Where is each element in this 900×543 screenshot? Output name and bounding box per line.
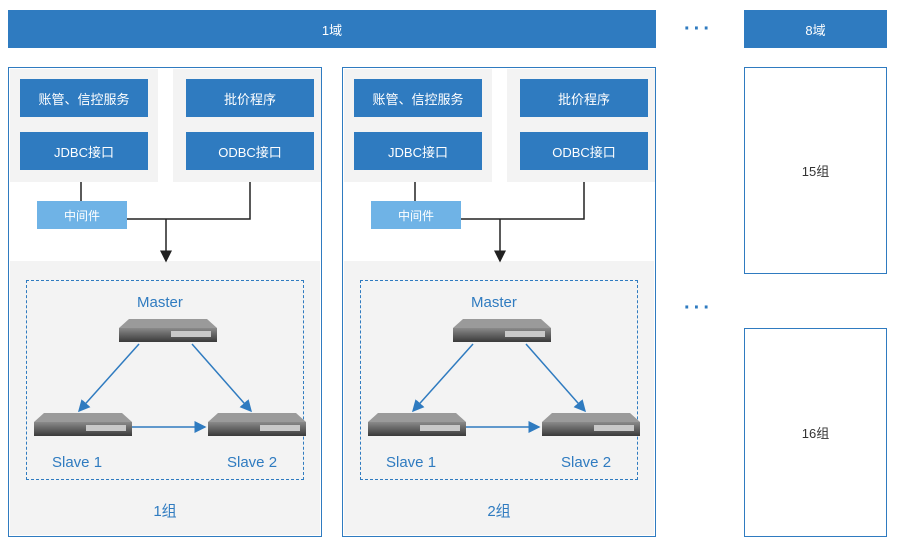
middleware-box: 中间件	[371, 201, 461, 229]
slave1-label: Slave 1	[386, 454, 437, 471]
rating-program: 批价程序	[186, 79, 314, 117]
group-15-label: 15组	[801, 164, 830, 179]
master-to-slave1-arrow	[411, 343, 474, 413]
master-server-icon	[119, 319, 217, 342]
slave1-server-icon	[34, 413, 132, 436]
master-label: Master	[471, 294, 517, 311]
domain-1-bar: 1域	[8, 10, 656, 48]
cluster-area	[344, 261, 654, 535]
group-name: 1组	[153, 503, 177, 520]
account-credit-service: 账管、信控服务	[20, 79, 148, 117]
replication-cluster	[360, 280, 638, 480]
side-ellipsis: ···	[684, 297, 713, 319]
group-name: 2组	[487, 503, 511, 520]
group-16-label: 16组	[801, 426, 830, 441]
odbc-interface: ODBC接口	[520, 132, 648, 170]
domain-1-label: 1域	[321, 22, 343, 38]
account-credit-service: 账管、信控服务	[354, 79, 482, 117]
domain-8-bar: 8域	[744, 10, 887, 48]
group-15-box: 15组	[744, 67, 887, 274]
group-16-box: 16组	[744, 328, 887, 537]
master-label: Master	[137, 294, 183, 311]
replication-cluster	[26, 280, 304, 480]
header-ellipsis: ···	[684, 18, 713, 40]
group-connections	[368, 182, 640, 436]
group-1: 账管、信控服务 批价程序 JDBC接口 ODBC接口 中间件	[8, 67, 322, 537]
jdbc-interface: JDBC接口	[20, 132, 148, 170]
slave2-label: Slave 2	[227, 454, 278, 471]
master-server-icon	[453, 319, 551, 342]
odbc-to-cluster-line	[461, 182, 585, 220]
master-to-slave2-arrow	[191, 343, 252, 413]
odbc-interface: ODBC接口	[186, 132, 314, 170]
odbc-to-cluster-line	[127, 182, 251, 220]
slave2-server-icon	[542, 413, 640, 436]
jdbc-interface: JDBC接口	[354, 132, 482, 170]
slave2-label: Slave 2	[561, 454, 612, 471]
domain-8-label: 8域	[805, 22, 826, 38]
slave1-server-icon	[368, 413, 466, 436]
rating-program: 批价程序	[520, 79, 648, 117]
master-to-slave2-arrow	[525, 343, 586, 413]
cluster-area	[10, 261, 320, 535]
group-2: 账管、信控服务 批价程序 JDBC接口 ODBC接口 中间件	[342, 67, 656, 537]
middleware-box: 中间件	[37, 201, 127, 229]
slave1-label: Slave 1	[52, 454, 103, 471]
master-to-slave1-arrow	[77, 343, 140, 413]
group-connections	[34, 182, 306, 436]
slave2-server-icon	[208, 413, 306, 436]
